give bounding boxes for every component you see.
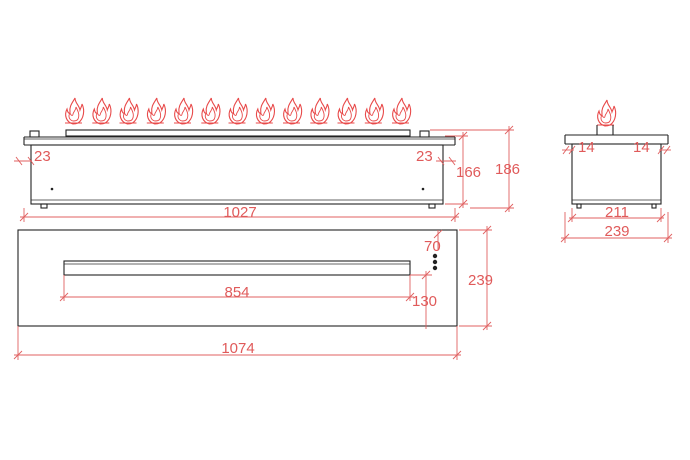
flame-icon — [64, 97, 85, 125]
control-button-3 — [432, 265, 438, 271]
flame-icon — [91, 97, 112, 125]
flame-icon — [118, 97, 139, 125]
side-right-foot — [651, 203, 657, 209]
flame-icon — [227, 97, 248, 125]
side-flame — [596, 99, 617, 127]
dim-slot-width: 854 — [59, 275, 415, 302]
front-view: 23 23 1027 166 — [14, 97, 520, 222]
dim-slot-width-label: 854 — [224, 284, 249, 301]
side-left-foot — [576, 203, 582, 209]
dim-overall-height-label: 186 — [495, 161, 520, 178]
dim-left-inset-label: 23 — [34, 148, 51, 165]
dim-right-inset-label: 23 — [416, 148, 433, 165]
dim-side-overall-width-label: 239 — [604, 223, 629, 240]
dim-front-width-label: 1027 — [223, 204, 256, 221]
dim-side-inner-width: 211 — [567, 204, 666, 223]
flame-icon — [336, 97, 357, 125]
dim-inner-height: 166 — [445, 131, 481, 209]
dim-control-offset-label: 70 — [424, 238, 441, 255]
flame-icon — [255, 97, 275, 125]
left-corner-block — [29, 130, 40, 138]
dim-top-width: 1074 — [13, 326, 462, 360]
dim-side-right-inset-label: 14 — [633, 139, 650, 156]
right-screw — [421, 187, 425, 191]
glass-top-plate — [65, 129, 411, 137]
dim-slot-offset: 130 — [410, 270, 437, 329]
flame-icon — [200, 97, 221, 125]
dim-control-offset: 70 — [424, 229, 443, 255]
control-button-2 — [432, 259, 438, 265]
dim-side-overall-width: 239 — [560, 212, 673, 243]
right-foot — [428, 203, 436, 209]
dim-top-depth-label: 239 — [468, 272, 493, 289]
flame-icon — [364, 97, 384, 125]
flame-icon — [391, 97, 412, 125]
side-view: 14 14 211 239 — [560, 99, 673, 243]
dim-side-left-inset: 14 — [562, 139, 595, 156]
dim-side-left-inset-label: 14 — [578, 139, 595, 156]
left-foot — [40, 203, 48, 209]
dim-side-inner-width-label: 211 — [605, 204, 629, 221]
dim-inner-height-label: 166 — [456, 164, 481, 181]
left-screw — [50, 187, 54, 191]
flame-icon — [173, 97, 194, 125]
dim-front-width: 1027 — [19, 204, 460, 222]
flame-row — [64, 97, 412, 125]
dim-slot-offset-label: 130 — [412, 293, 437, 310]
burner-slot — [63, 260, 411, 276]
top-plate — [17, 229, 458, 327]
dim-top-width-label: 1074 — [221, 340, 254, 357]
top-view: 854 130 70 239 — [13, 225, 493, 360]
side-body — [571, 143, 662, 205]
flame-icon — [309, 97, 330, 125]
dim-left-inset: 23 — [14, 148, 51, 166]
dim-side-right-inset: 14 — [633, 139, 671, 156]
right-corner-block — [419, 130, 430, 138]
front-body — [30, 144, 444, 205]
dim-top-depth: 239 — [459, 225, 493, 331]
dim-overall-height: 186 — [430, 125, 520, 213]
flame-icon — [146, 97, 166, 125]
control-button-1 — [432, 253, 438, 259]
dim-right-inset: 23 — [416, 148, 456, 166]
flame-icon — [282, 97, 303, 125]
